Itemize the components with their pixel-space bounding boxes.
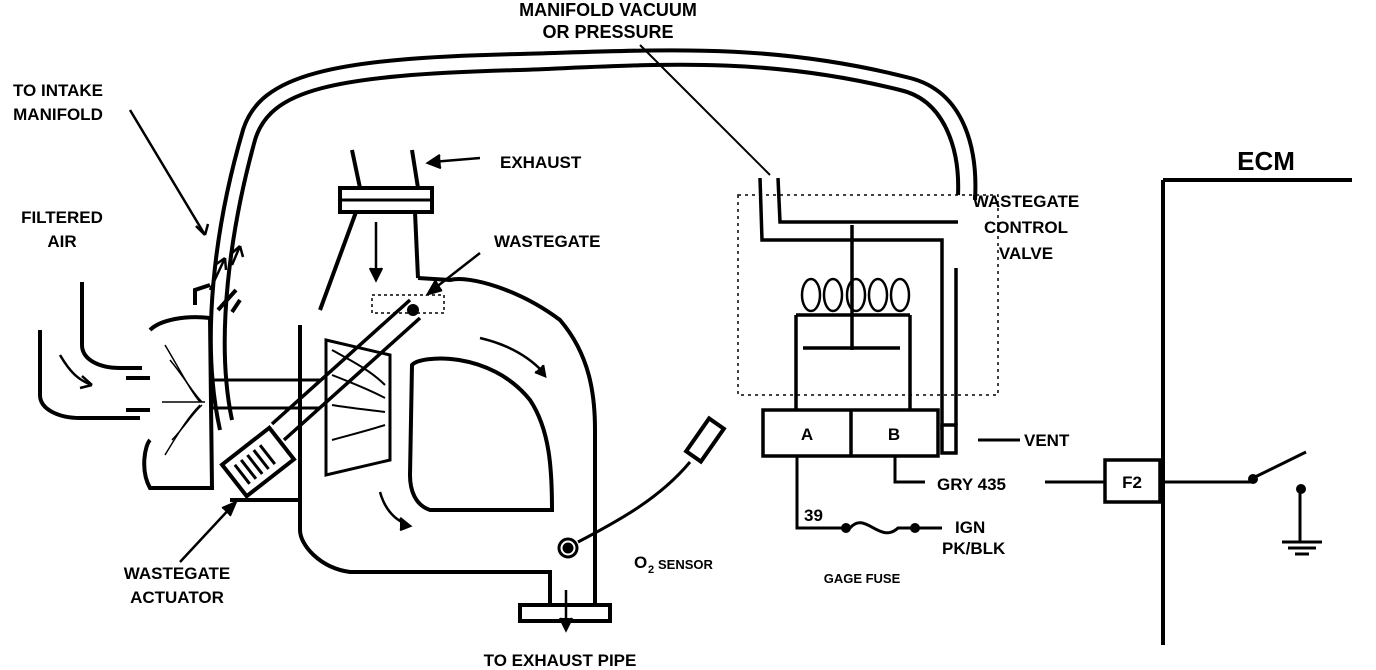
compressor-housing: [38, 282, 300, 502]
solenoid-coil: [800, 277, 911, 313]
label-filtered-air-2: AIR: [47, 232, 76, 251]
label-to-intake-2: MANIFOLD: [13, 105, 103, 124]
wire-nodes: [841, 474, 1306, 533]
manifold-vacuum-leader: [639, 44, 771, 176]
label-ecm: ECM: [1237, 146, 1295, 176]
actuator-rod: [270, 298, 422, 442]
label-gage-fuse: GAGE FUSE: [824, 571, 901, 586]
label-o2-sensor: SENSOR: [658, 557, 714, 572]
airflow-arrows: [58, 109, 245, 390]
label-gry435: GRY 435: [937, 475, 1006, 494]
label-wgcv-1: WASTEGATE: [973, 192, 1079, 211]
vacuum-hose: [208, 48, 978, 431]
label-terminal-a: A: [801, 425, 813, 444]
turbine-housing: [298, 149, 612, 623]
actuator-leader-arrow: [221, 500, 238, 517]
label-f2: F2: [1122, 473, 1142, 492]
f2-terminal: [1103, 458, 1162, 504]
o2-sensor: [557, 415, 727, 559]
label-wastegate-actuator-2: ACTUATOR: [130, 588, 224, 607]
actuator-leader: [179, 504, 234, 563]
compressor-wheel: [162, 344, 205, 456]
exhaust-flow-arrows: [368, 153, 574, 633]
label-o2-main: O: [634, 553, 647, 572]
wiring: [795, 438, 1322, 556]
label-wgcv-2: CONTROL: [984, 218, 1068, 237]
labels: MANIFOLD VACUUM OR PRESSURE TO INTAKE MA…: [13, 0, 1295, 670]
wastegate-actuator: [219, 424, 297, 500]
label-vent: VENT: [1024, 431, 1070, 450]
wastegate-pivot: [407, 304, 419, 316]
label-pk-blk: PK/BLK: [942, 539, 1006, 558]
label-filtered-air-1: FILTERED: [21, 208, 103, 227]
label-terminal-b: B: [888, 425, 900, 444]
label-manifold-vacuum-2: OR PRESSURE: [542, 22, 673, 42]
label-manifold-vacuum-1: MANIFOLD VACUUM: [519, 0, 697, 20]
label-wastegate: WASTEGATE: [494, 232, 600, 251]
label-o2-sub: 2: [648, 564, 654, 576]
label-exhaust: EXHAUST: [500, 153, 582, 172]
label-circuit-39: 39: [804, 506, 823, 525]
label-to-exhaust-pipe: TO EXHAUST PIPE: [484, 651, 637, 670]
turbine-wheel: [324, 338, 392, 477]
label-ign: IGN: [955, 518, 985, 537]
label-to-intake-1: TO INTAKE: [13, 81, 103, 100]
wastegate-control-valve: [737, 177, 999, 458]
label-wgcv-3: VALVE: [999, 244, 1053, 263]
ecm-box: [1161, 178, 1352, 645]
label-wastegate-actuator-1: WASTEGATE: [124, 564, 230, 583]
